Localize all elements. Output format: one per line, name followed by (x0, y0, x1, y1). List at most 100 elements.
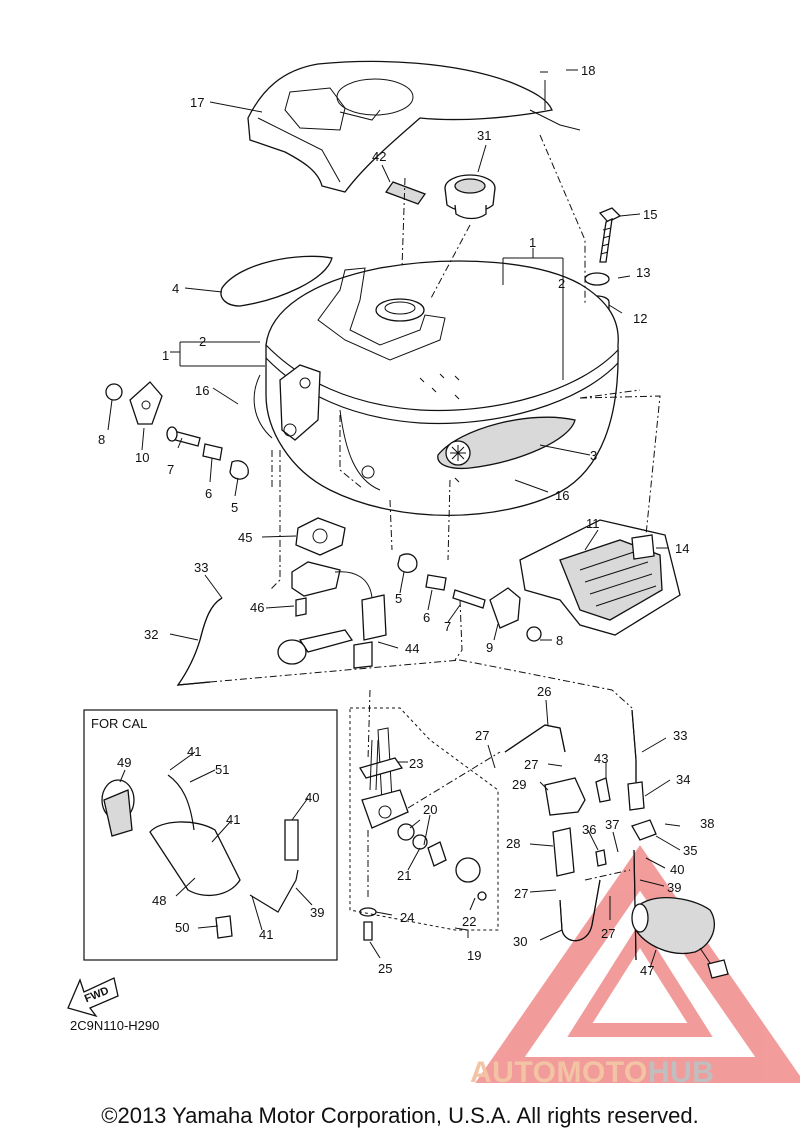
fuel-cock-part (359, 727, 409, 829)
part-label: 29 (512, 777, 526, 792)
part-label: 2 (199, 334, 206, 349)
part-label: 27 (524, 757, 538, 772)
part-label: 1 (162, 348, 169, 363)
fuel-tank-part (265, 260, 619, 517)
part-number-labels: 1 1 2 2 3 4 5 5 6 6 7 7 8 8 9 10 11 12 1… (98, 63, 714, 978)
hose-39-inner (633, 849, 637, 961)
part-label: 21 (397, 868, 411, 883)
part-label: 6 (205, 486, 212, 501)
cal-box-title: FOR CAL (91, 716, 148, 731)
part-label: 5 (395, 591, 402, 606)
fuel-filter-part (552, 827, 575, 877)
diagram-code: 2C9N110-H290 (70, 1018, 160, 1033)
part-label: 47 (640, 963, 654, 978)
part-label: 44 (405, 641, 419, 656)
collar-part (631, 534, 655, 560)
tank-hose-part-2 (339, 409, 381, 491)
watermark-text-part1: AUTOMOTO (470, 1056, 648, 1089)
part-label: 37 (605, 817, 619, 832)
knee-pad-part (220, 255, 333, 307)
pump-47-part (631, 897, 729, 979)
part-label: 48 (152, 893, 166, 908)
part-label: 33 (194, 560, 208, 575)
part-label: 27 (514, 886, 528, 901)
part-label: 38 (700, 816, 714, 831)
fastener-group-right (397, 553, 542, 642)
part-label: 7 (444, 619, 451, 634)
part-label: 41 (187, 744, 201, 759)
part-label: 50 (175, 920, 189, 935)
part-label: 2 (558, 276, 565, 291)
part-label: 31 (477, 128, 491, 143)
part-label: 11 (586, 516, 600, 531)
part-label: 27 (475, 728, 489, 743)
part-label: 5 (231, 500, 238, 515)
part-label: 30 (513, 934, 527, 949)
fuel-sender-part (277, 517, 387, 669)
valve-34-part (627, 781, 645, 811)
part-label: 39 (667, 880, 681, 895)
part-label: 26 (537, 684, 551, 699)
part-label: 51 (215, 762, 229, 777)
part-label: 22 (462, 914, 476, 929)
part-label: 46 (250, 600, 264, 615)
part-label: 45 (238, 530, 252, 545)
part-label: 15 (643, 207, 657, 222)
pump-part (544, 777, 586, 816)
fastener-group-left (105, 381, 249, 480)
hose-26-inner (504, 724, 566, 753)
filter-part (427, 841, 447, 867)
part-label: 24 (400, 910, 414, 925)
fwd-arrow-icon: FWD (67, 977, 119, 1018)
part-label: 41 (259, 927, 273, 942)
leader-lines (107, 69, 681, 969)
cal-canister-part (101, 774, 299, 939)
watermark-text: AUTOMOTOHUB (470, 1056, 714, 1090)
part-label: 1 (529, 235, 536, 250)
bolt-part (598, 207, 622, 263)
tank-hose-part (253, 374, 273, 439)
part-label: 49 (117, 755, 131, 770)
part-label: 4 (172, 281, 179, 296)
hose-33-inner (631, 709, 637, 790)
bracket-35-part (631, 819, 657, 841)
part-label: 18 (581, 63, 595, 78)
gasket-part (455, 857, 481, 883)
part-label: 20 (423, 802, 437, 817)
assembly-lines (209, 134, 661, 931)
seat-cover-part (247, 60, 553, 193)
part-label: 32 (144, 627, 158, 642)
bolt-43-part (595, 777, 611, 803)
part-label: 39 (310, 905, 324, 920)
part-label: 28 (506, 836, 520, 851)
bolt-36-part (595, 849, 607, 867)
part-label: 14 (675, 541, 689, 556)
part-label: 27 (601, 926, 615, 941)
part-label: 34 (676, 772, 690, 787)
part-label: 13 (636, 265, 650, 280)
part-label: 3 (590, 448, 597, 463)
part-label: 41 (226, 812, 240, 827)
part-label: 40 (670, 862, 684, 877)
part-label: 16 (555, 488, 569, 503)
part-label: 7 (167, 462, 174, 477)
part-label: 8 (556, 633, 563, 648)
part-label: 12 (633, 311, 647, 326)
part-label: 43 (594, 751, 608, 766)
copyright-notice: ©2013 Yamaha Motor Corporation, U.S.A. A… (101, 1103, 699, 1128)
label-sticker-part (384, 181, 427, 205)
part-label: 25 (378, 961, 392, 976)
part-label: 6 (423, 610, 430, 625)
part-label: 19 (467, 948, 481, 963)
screw-25-part (363, 921, 373, 941)
screw-part (477, 891, 487, 901)
part-label: 36 (582, 822, 596, 837)
part-label: 33 (673, 728, 687, 743)
part-label: 17 (190, 95, 204, 110)
part-label: 23 (409, 756, 423, 771)
part-label: 16 (195, 383, 209, 398)
cal-box (83, 709, 338, 961)
watermark-text-part2: HUB (647, 1056, 715, 1089)
vent-hose-inner (176, 597, 223, 686)
